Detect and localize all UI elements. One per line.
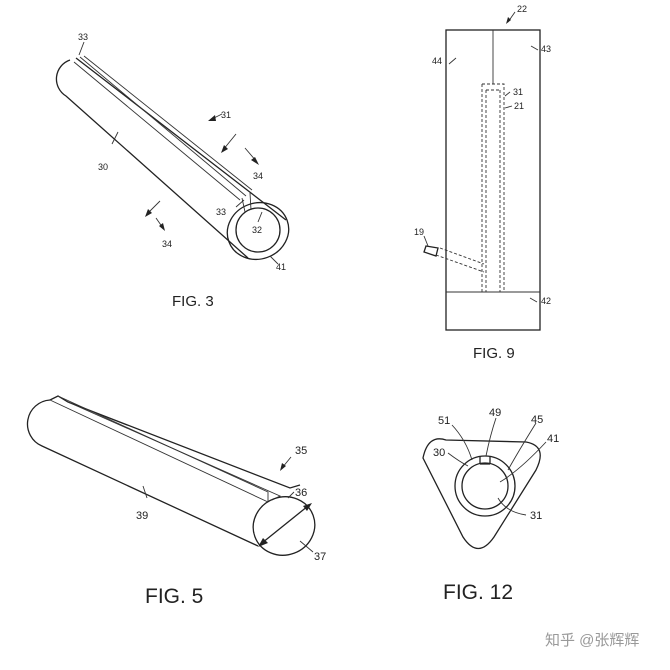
fig3-caption: FIG. 3 — [172, 293, 214, 310]
fig5-dimension — [258, 503, 312, 547]
fig9-ref-22: 22 — [517, 4, 527, 14]
fig5-caption: FIG. 5 — [145, 585, 203, 608]
fig12-ref-31: 31 — [530, 510, 542, 522]
fig-12: 51 49 45 41 30 31 FIG. 12 — [422, 407, 559, 604]
fig5-ref-35: 35 — [295, 445, 307, 457]
fig3-ref-41: 41 — [276, 262, 286, 272]
fig12-leaders — [447, 417, 547, 516]
fig9-ref-31: 31 — [513, 87, 523, 97]
fig12-ref-49: 49 — [489, 407, 501, 419]
fig3-ref-33-bottom: 33 — [216, 207, 226, 217]
fig9-leaders — [423, 11, 539, 303]
fig9-ref-42: 42 — [541, 296, 551, 306]
fig12-ref-30: 30 — [433, 447, 445, 459]
fig3-leaders — [78, 41, 279, 265]
fig5-leaders — [142, 456, 314, 553]
fig3-ref-33-top: 33 — [78, 32, 88, 42]
fig12-ref-41: 41 — [547, 433, 559, 445]
fig5-ref-36: 36 — [295, 487, 307, 499]
fig9-probe — [423, 245, 439, 257]
fig3-arrows — [145, 113, 259, 231]
fig12-slot — [479, 456, 491, 465]
fig5-ref-39: 39 — [136, 510, 148, 522]
fig12-sleeve-inner — [461, 462, 509, 510]
fig3-ref-34-upper: 34 — [253, 171, 263, 181]
fig-3: 33 31 30 34 33 32 34 41 FIG. 3 — [55, 32, 290, 310]
fig9-ref-44: 44 — [432, 56, 442, 66]
fig-9: 22 44 43 31 21 19 42 FIG. 9 — [414, 4, 551, 362]
fig12-sleeve-outer — [454, 455, 516, 517]
fig5-ref-37: 37 — [314, 551, 326, 563]
fig3-ref-30: 30 — [98, 162, 108, 172]
fig5-rod — [26, 395, 316, 556]
fig9-ref-43: 43 — [541, 44, 551, 54]
fig-5: 35 36 39 37 FIG. 5 — [26, 395, 326, 608]
fig9-caption: FIG. 9 — [473, 345, 515, 362]
fig12-ref-51: 51 — [438, 415, 450, 427]
fig3-ref-32: 32 — [252, 225, 262, 235]
fig3-tube — [55, 55, 290, 261]
fig12-caption: FIG. 12 — [443, 581, 513, 604]
fig3-ref-31: 31 — [221, 110, 231, 120]
watermark: 知乎 @张辉辉 — [545, 632, 639, 649]
fig12-ref-45: 45 — [531, 414, 543, 426]
fig3-ref-34-lower: 34 — [162, 239, 172, 249]
fig9-hidden-channel — [435, 83, 505, 292]
fig9-ref-19: 19 — [414, 227, 424, 237]
fig9-ref-21: 21 — [514, 101, 524, 111]
